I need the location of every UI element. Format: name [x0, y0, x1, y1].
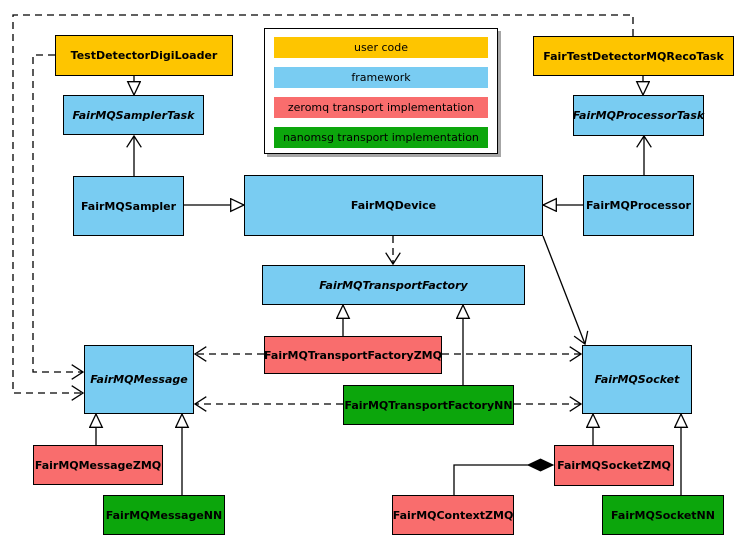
legend-label: nanomsg transport implementation	[283, 131, 479, 144]
node-fairmqmessagezmq: FairMQMessageZMQ	[33, 445, 163, 485]
legend-label: zeromq transport implementation	[287, 101, 475, 114]
node-label: FairMQTransportFactoryZMQ	[264, 348, 442, 362]
legend-item-nanomsg: nanomsg transport implementation	[274, 127, 488, 148]
node-label: FairMQMessageZMQ	[34, 458, 162, 472]
node-fairtestdetectormqrecotask: FairTestDetectorMQRecoTask	[533, 36, 734, 76]
edge-device-socket	[542, 235, 589, 346]
node-fairmqsocket: FairMQSocket	[582, 345, 692, 414]
edge-digiloader-message	[32, 54, 85, 380]
node-label: FairMQMessage	[90, 373, 188, 386]
edge-recotask-message	[12, 14, 634, 401]
node-label: FairMQSocketNN	[611, 508, 715, 522]
node-label: FairMQSamplerTask	[72, 108, 195, 122]
node-fairmqprocessor: FairMQProcessor	[583, 175, 694, 236]
node-fairmqsocketnn: FairMQSocketNN	[602, 495, 724, 535]
legend-label: framework	[351, 71, 411, 84]
legend: user code framework zeromq transport imp…	[264, 28, 498, 154]
node-label: FairMQMessageNN	[105, 508, 223, 522]
legend-item-zeromq: zeromq transport implementation	[274, 97, 488, 118]
node-fairmqtransportfactorynn: FairMQTransportFactoryNN	[343, 385, 514, 425]
node-label: FairMQContextZMQ	[392, 508, 514, 522]
node-fairmqmessage: FairMQMessage	[84, 345, 194, 414]
node-label: TestDetectorDigiLoader	[70, 49, 218, 62]
node-fairmqprocessortask: FairMQProcessorTask	[573, 95, 704, 136]
legend-item-framework: framework	[274, 67, 488, 88]
node-fairmqsampler: FairMQSampler	[73, 176, 184, 236]
edge-socketzmq-contextzmq	[453, 465, 553, 495]
node-fairmqsamplertask: FairMQSamplerTask	[63, 95, 204, 135]
node-fairmqsocketzmq: FairMQSocketZMQ	[554, 445, 674, 486]
node-label: FairMQSocketZMQ	[557, 459, 671, 472]
node-label: FairMQTransportFactoryNN	[344, 398, 513, 412]
node-fairmqtransportfactory: FairMQTransportFactory	[262, 265, 525, 305]
node-label: FairTestDetectorMQRecoTask	[543, 49, 724, 63]
node-label: FairMQProcessorTask	[572, 109, 705, 122]
node-label: FairMQProcessor	[586, 199, 691, 212]
node-label: FairMQDevice	[350, 199, 437, 212]
node-fairmqtransportfactoryzmq: FairMQTransportFactoryZMQ	[264, 336, 442, 374]
node-fairmqmessagenn: FairMQMessageNN	[103, 495, 225, 535]
legend-item-user-code: user code	[274, 37, 488, 58]
node-label: FairMQTransportFactory	[319, 278, 468, 292]
legend-label: user code	[353, 41, 409, 54]
node-fairmqcontextzmq: FairMQContextZMQ	[392, 495, 514, 535]
node-label: FairMQSampler	[80, 199, 177, 213]
node-fairmqdevice: FairMQDevice	[244, 175, 543, 236]
node-label: FairMQSocket	[594, 373, 680, 386]
node-testdetectordigiloader: TestDetectorDigiLoader	[55, 35, 233, 76]
